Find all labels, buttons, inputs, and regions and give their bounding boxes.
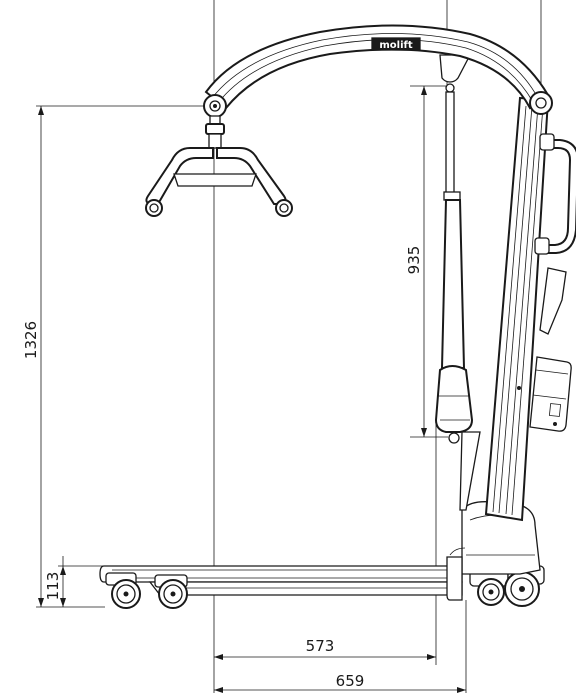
push-handle: [534, 133, 576, 255]
front-caster-left: [105, 572, 141, 609]
spreader-bar: [145, 115, 293, 217]
boom-travel-label: 935: [405, 246, 423, 275]
dimension-lift-height: 1326: [22, 105, 214, 608]
base-height-label: 113: [44, 572, 62, 601]
base-frame: [99, 565, 463, 596]
dimension-inner-width: 573: [214, 637, 436, 660]
actuator: [434, 54, 481, 511]
lift-height-label: 1326: [22, 321, 40, 359]
dimension-base-height: 113: [44, 556, 105, 607]
dimension-boom-travel: 935: [405, 85, 448, 438]
front-caster-right: [154, 574, 188, 609]
rear-caster-left: [469, 569, 509, 606]
boom-arm: molift: [203, 24, 553, 118]
mast: [484, 96, 550, 522]
inner-width-label: 573: [306, 637, 335, 655]
brand-logo: molift: [379, 40, 412, 51]
rear-caster-right: [504, 565, 545, 607]
dimension-outer-width: 659: [214, 672, 466, 693]
outer-width-label: 659: [336, 672, 365, 690]
control-box: [529, 267, 572, 432]
